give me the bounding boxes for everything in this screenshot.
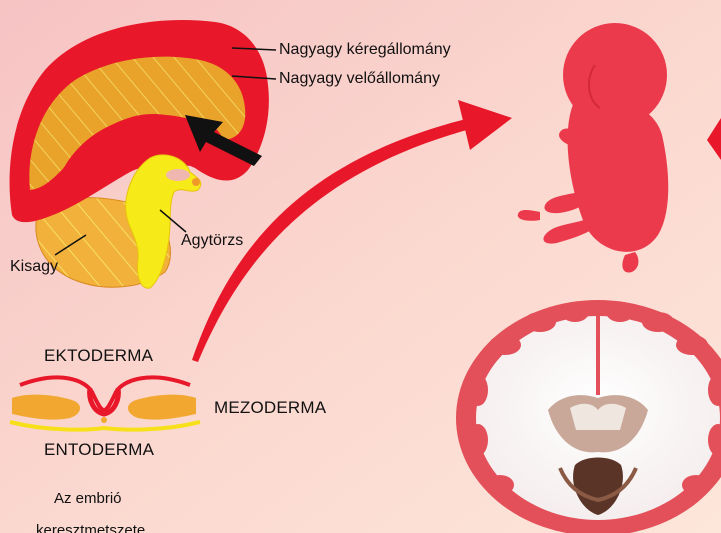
label-cerebellum: Kisagy	[10, 258, 58, 276]
caption-line-2: keresztmetszete	[36, 522, 145, 533]
pituitary-shape	[192, 178, 200, 186]
label-white-matter: Nagyagy velőállomány	[279, 70, 440, 88]
label-endoderm: ENTODERMA	[44, 441, 154, 459]
thalamus-shape	[166, 169, 190, 181]
label-brainstem: Agytörzs	[181, 232, 243, 250]
label-cortex: Nagyagy kéregállomány	[279, 41, 451, 59]
label-mesoderm: MEZODERMA	[214, 399, 326, 417]
caption-line-1: Az embrió	[54, 490, 122, 508]
label-ectoderm: EKTODERMA	[44, 347, 153, 365]
